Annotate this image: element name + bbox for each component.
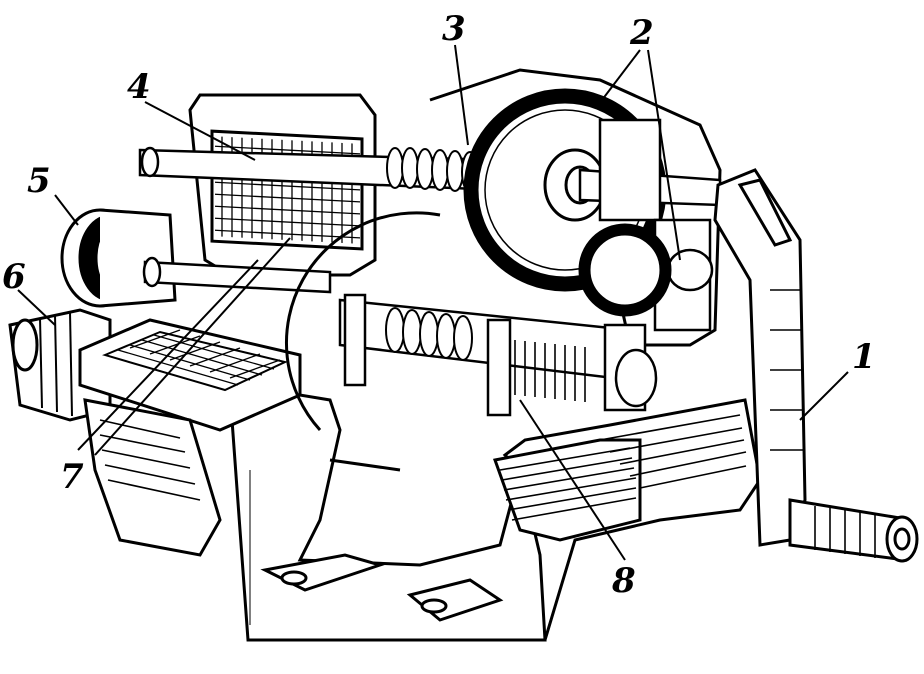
leader-lines bbox=[17, 44, 849, 561]
callout-5: 5 bbox=[27, 161, 51, 201]
callout-4: 4 bbox=[127, 67, 151, 107]
leader-2a bbox=[601, 49, 641, 101]
callout-1: 1 bbox=[852, 337, 876, 377]
leader-5 bbox=[54, 194, 79, 226]
worm-wheel bbox=[285, 211, 441, 472]
callout-3: 3 bbox=[442, 9, 466, 49]
left-mount-6 bbox=[8, 308, 112, 422]
callout-2: 2 bbox=[629, 13, 654, 53]
spring-drum-5 bbox=[60, 208, 177, 308]
left-column bbox=[83, 398, 222, 557]
leader-2b bbox=[647, 49, 681, 261]
leader-7a bbox=[77, 259, 259, 451]
leader-1 bbox=[799, 371, 849, 421]
callout-8: 8 bbox=[611, 561, 636, 601]
leader-8 bbox=[519, 399, 626, 561]
worm-rack bbox=[514, 340, 586, 402]
lower-grid-plate bbox=[78, 318, 302, 432]
pinion-gear bbox=[578, 223, 672, 317]
leader-3 bbox=[454, 44, 469, 146]
main-shaft bbox=[578, 118, 722, 332]
left-rod bbox=[142, 256, 332, 294]
callouts: 1 2 3 4 5 6 7 8 bbox=[2, 9, 876, 601]
callout-7: 7 bbox=[60, 457, 84, 497]
screw-shaft-3 bbox=[138, 146, 502, 194]
leader-4 bbox=[144, 101, 256, 161]
callout-6: 6 bbox=[2, 257, 26, 297]
base-hatching bbox=[249, 414, 747, 625]
worm-shaft-8 bbox=[338, 293, 658, 417]
leader-7b bbox=[94, 237, 291, 456]
crank-handle-1 bbox=[713, 168, 919, 563]
base-frame bbox=[230, 393, 762, 642]
leader-6 bbox=[17, 289, 56, 326]
